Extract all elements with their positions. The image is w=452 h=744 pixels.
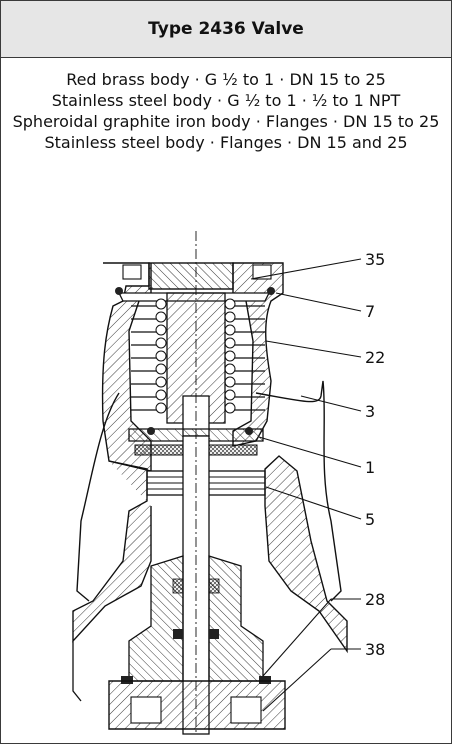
callout-3: 3 xyxy=(365,402,375,421)
callout-28: 28 xyxy=(365,590,385,609)
variant-line: Red brass body · G ½ to 1 · DN 15 to 25 xyxy=(66,70,386,89)
variant-line: Stainless steel body · G ½ to 1 · ½ to 1… xyxy=(51,91,401,110)
variant-line: Spheroidal graphite iron body · Flanges … xyxy=(12,112,440,131)
lower-body xyxy=(72,460,152,643)
callout-35: 35 xyxy=(365,250,385,269)
cap-part-35 xyxy=(148,262,234,290)
figure-header: Type 2436 Valve xyxy=(1,1,451,58)
callout-38: 38 xyxy=(365,640,385,659)
bonnet-left xyxy=(101,262,152,472)
variant-list: Red brass body · G ½ to 1 · DN 15 to 25 … xyxy=(1,69,451,153)
spring-coils xyxy=(131,305,265,411)
callout-5: 5 xyxy=(365,510,375,529)
figure-title: Type 2436 Valve xyxy=(148,19,304,39)
callout-7: 7 xyxy=(365,302,375,321)
bonnet-right xyxy=(232,262,284,447)
callout-1: 1 xyxy=(365,458,375,477)
variant-line: Stainless steel body · Flanges · DN 15 a… xyxy=(44,133,408,152)
leader-lines xyxy=(250,258,362,712)
valve-sectional-drawing: 35 7 22 3 1 5 28 38 xyxy=(72,231,385,735)
spring-wire-sections xyxy=(155,298,236,414)
callout-22: 22 xyxy=(365,348,385,367)
